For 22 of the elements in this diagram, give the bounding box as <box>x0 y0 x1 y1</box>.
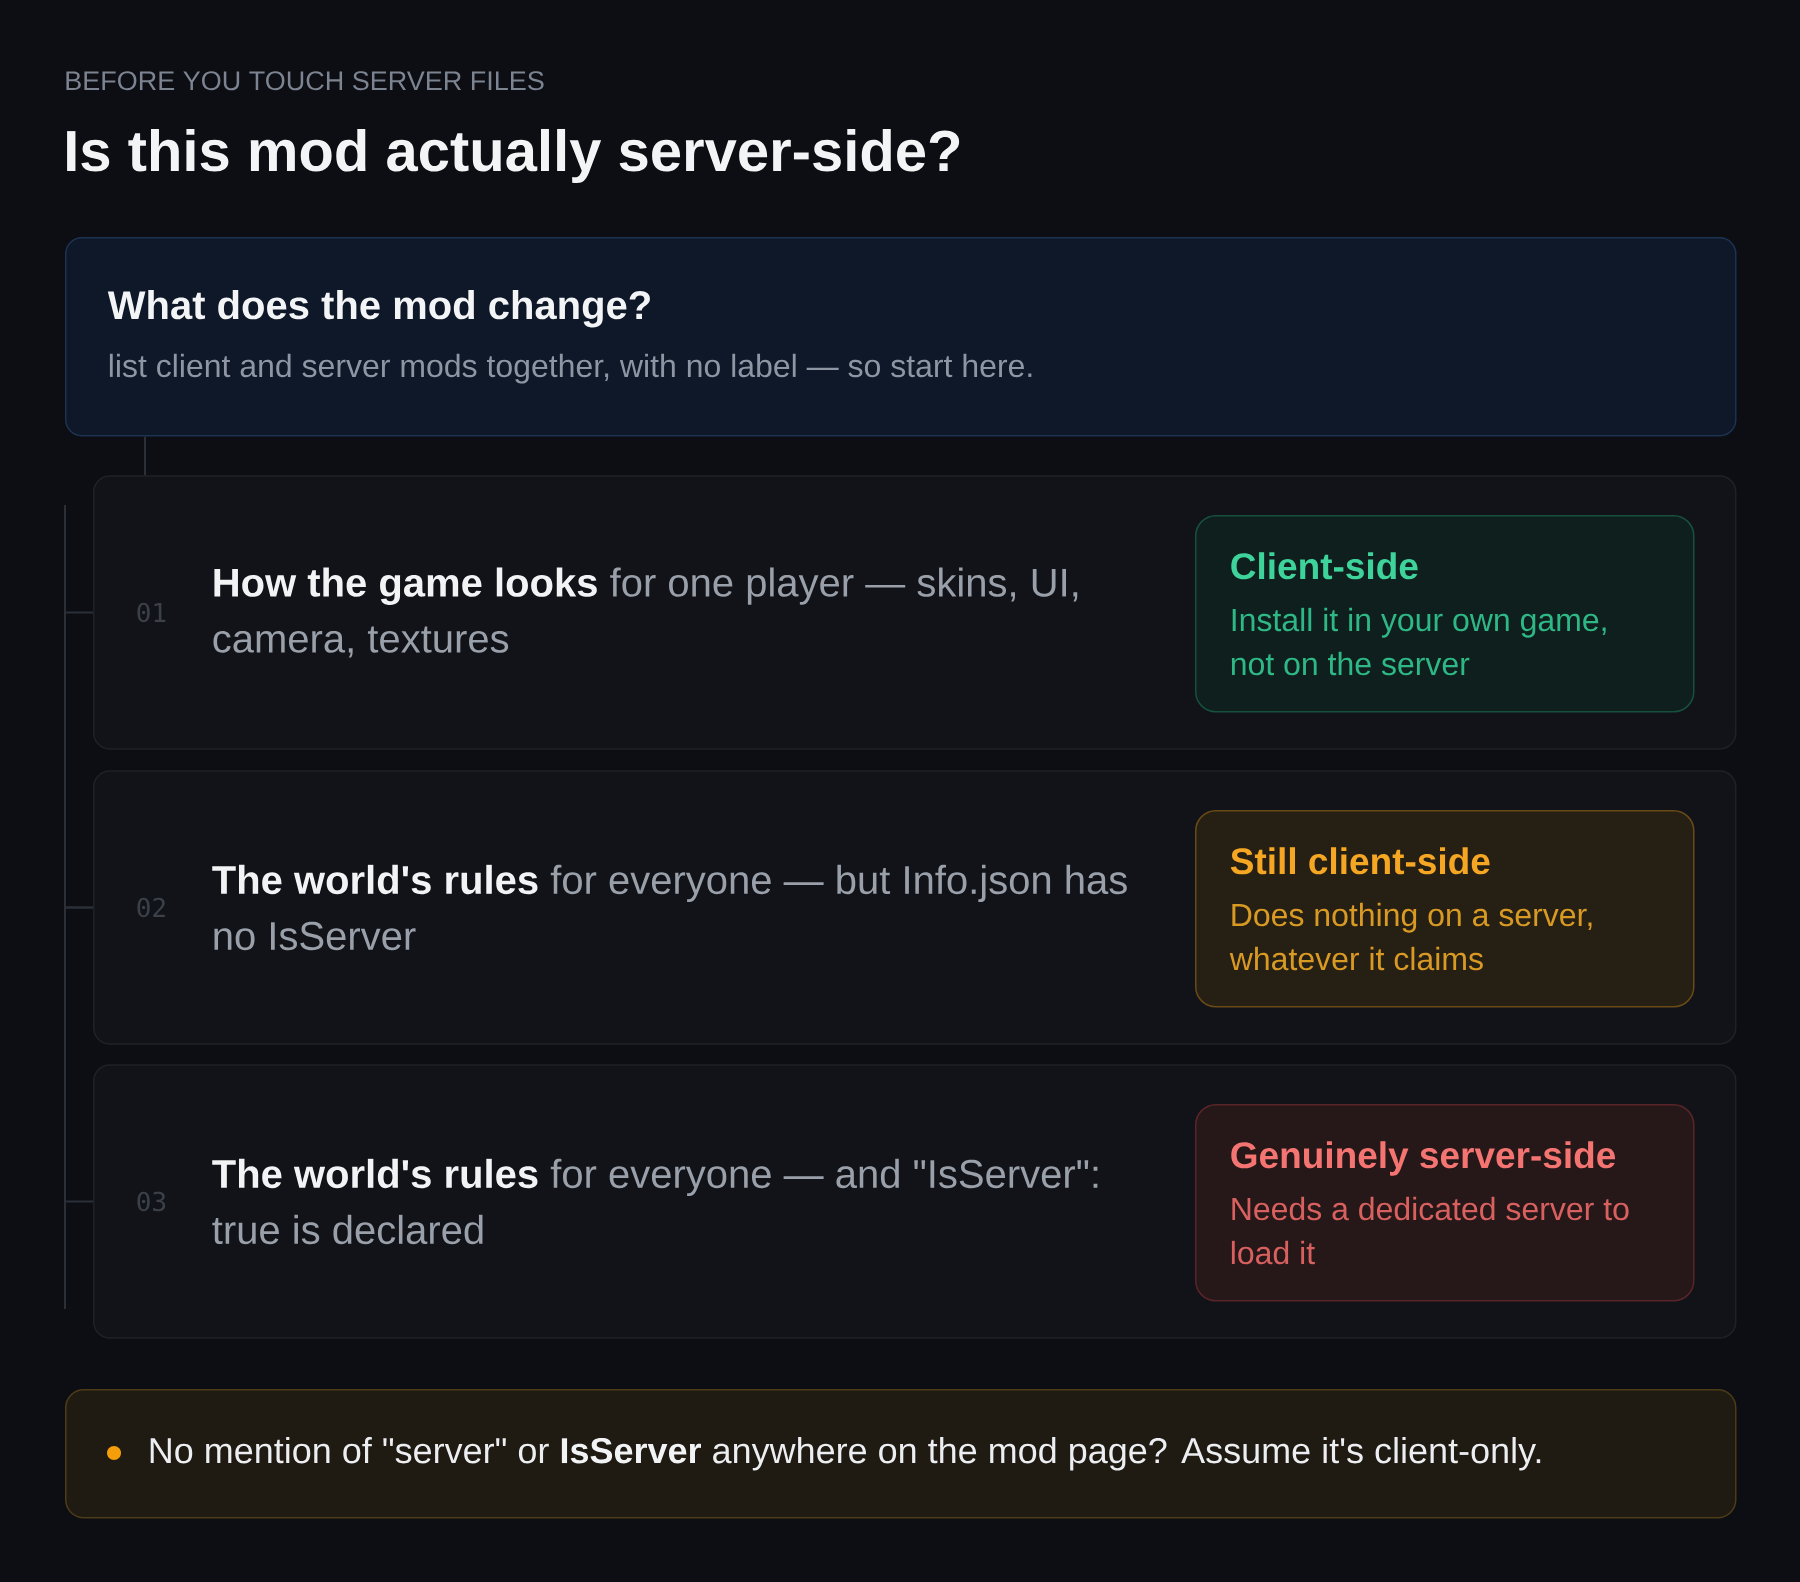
step-text: The world's rules for everyone — and "IsServer": true is declared <box>212 1158 1098 1245</box>
result-text: Install it in your own game, not on the server <box>1231 607 1606 676</box>
note-box <box>65 1389 1737 1519</box>
connector-line <box>64 906 94 1203</box>
result-text: Does nothing on a server, whatever it claims <box>1229 902 1592 971</box>
step-text: How the game looks for one player — skins, UI, camera, textures <box>213 567 1078 658</box>
result-box <box>1195 515 1695 713</box>
result-text: Needs a dedicated server to load it <box>1231 1196 1629 1265</box>
result-heading: Genuinely server-side <box>1231 1141 1616 1176</box>
kicker-label: BEFORE YOU TOUCH SERVER FILES <box>66 71 544 91</box>
result-heading: Client-side <box>1231 552 1418 580</box>
note-text: No mention of "server" or IsServer anywhere on the mod page? Assume it's client-only. <box>150 1437 1541 1471</box>
question-box <box>65 237 1737 437</box>
connector-line <box>64 611 94 909</box>
question-heading: What does the mod change? <box>107 289 650 328</box>
diagram-title: Is this mod actually server-side? <box>67 128 960 184</box>
result-heading: Still client-side <box>1230 847 1490 875</box>
result-box <box>1195 810 1695 1008</box>
result-box <box>1195 1104 1695 1302</box>
connector-line <box>144 435 146 477</box>
question-text: list client and server mods together, with no label — so start here. <box>109 353 1032 384</box>
step-text: The world's rules for everyone — but Info.json has no IsServer <box>212 864 1127 951</box>
